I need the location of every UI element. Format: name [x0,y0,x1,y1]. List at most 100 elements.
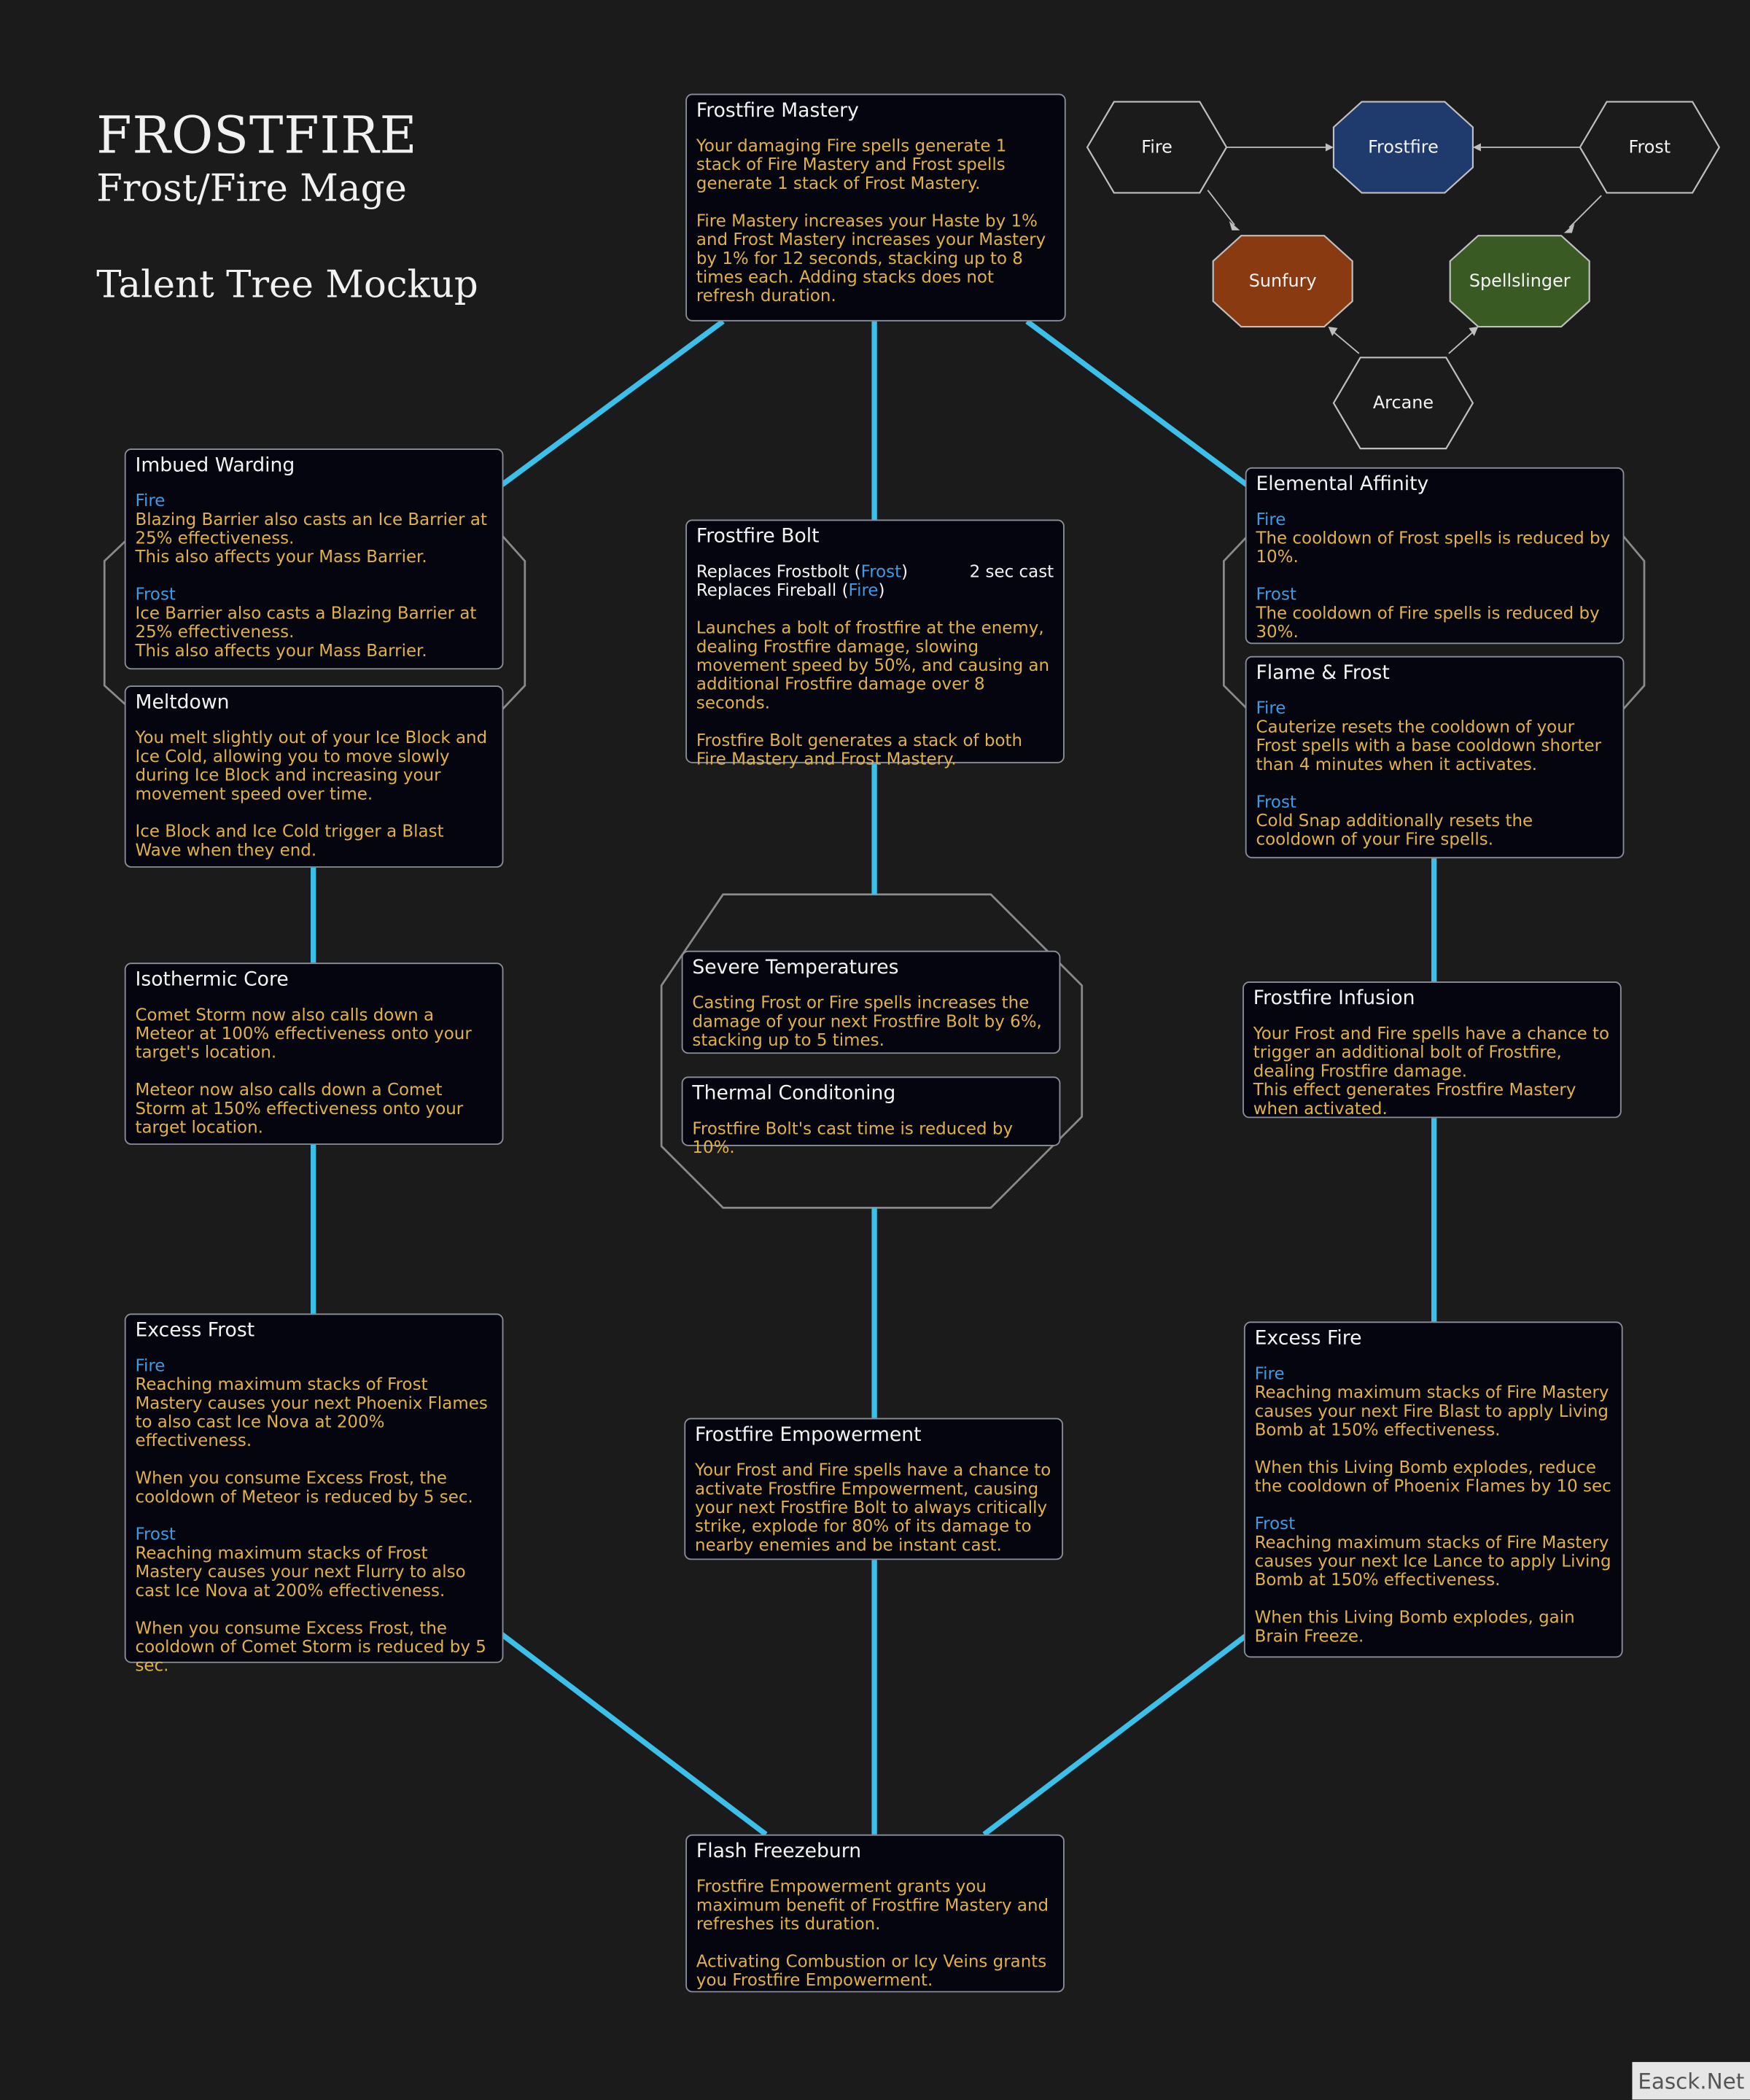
talent-description: Ice Barrier also casts a Blazing Barrier… [135,602,477,642]
talent-description: Casting Frost or Fire spells increases t… [692,992,1042,1050]
talent-variant-fire: Fire Blazing Barrier also casts an Ice B… [135,491,492,567]
talent-excess-fire[interactable]: Excess Fire Fire Reaching maximum stacks… [1243,1321,1623,1658]
talent-description: The cooldown of Frost spells is reduced … [1256,527,1611,567]
hero-node-label: Frostfire [1368,137,1439,158]
talent-flash-freezeburn[interactable]: Flash Freezeburn Frostfire Empowerment g… [685,1834,1065,1993]
connector-excessfire-freezeburn [982,1634,1247,1837]
talent-frostfire-infusion[interactable]: Frostfire Infusion Your Frost and Fire s… [1242,981,1622,1119]
hero-node-label: Fire [1141,137,1172,158]
talent-description: Reaching maximum stacks of Fire Mastery … [1254,1382,1609,1440]
talent-name: Excess Fire [1254,1328,1362,1350]
talent-description: When you consume Excess Frost, the coold… [135,1617,486,1676]
talent-name: Meltdown [135,692,230,714]
talent-isothermic-core[interactable]: Isothermic Core Comet Storm now also cal… [124,962,504,1146]
talent-severe-temperatures[interactable]: Severe Temperatures Casting Frost or Fir… [681,950,1061,1054]
hero-node-sunfury[interactable]: Sunfury [1212,234,1354,328]
page-subtitle: Frost/Fire Mage [96,166,407,211]
talent-description: Cold Snap additionally resets the cooldo… [1256,809,1533,849]
school-tag-frost: Frost [135,583,176,604]
hero-node-frost[interactable]: Frost [1579,101,1721,195]
talent-description: When this Living Bomb explodes, reduce t… [1254,1456,1611,1496]
talent-description: You melt slightly out of your Ice Block … [135,727,488,804]
choice-group-center-outline [660,893,1084,1209]
talent-frostfire-bolt[interactable]: Frostfire Bolt Replaces Frostbolt (Frost… [685,519,1065,768]
talent-frostfire-mastery[interactable]: Frostfire Mastery Your damaging Fire spe… [685,93,1066,322]
talent-name: Severe Temperatures [692,957,899,979]
replace-text: Replaces Frostbolt (Frost) [696,561,909,581]
connector-mastery-affinity [1025,319,1248,487]
talent-variant-frost: Frost Ice Barrier also casts a Blazing B… [135,585,492,660]
hero-node-label: Spellslinger [1469,271,1571,292]
talent-variant-fire: Fire Cauterize resets the cooldown of yo… [1256,699,1613,774]
talent-variant-frost: Frost Cold Snap additionally resets the … [1256,791,1613,849]
school-tag-fire: Fire [1256,508,1286,529]
talent-imbued-warding[interactable]: Imbued Warding Fire Blazing Barrier also… [124,448,504,670]
talent-description: This also affects your Mass Barrier. [135,546,427,567]
title-block: FROSTFIRE Frost/Fire Mage Talent Tree Mo… [96,104,478,308]
talent-variant-fire: Fire Reaching maximum stacks of Fire Mas… [1255,1364,1612,1439]
talent-name: Flash Freezeburn [696,1840,862,1863]
talent-elemental-affinity[interactable]: Elemental Affinity Fire The cooldown of … [1245,467,1625,645]
talent-description: Your Frost and Fire spells have a chance… [1253,1022,1610,1119]
arrow-arcane-spellslinger [1448,331,1474,354]
talent-name: Elemental Affinity [1256,474,1429,496]
talent-description: Reaching maximum stacks of Fire Mastery … [1254,1531,1611,1590]
page-title: FROSTFIRE [96,106,418,165]
school-tag-frost: Frost [1254,1513,1296,1533]
school-tag-fire: Fire [135,1355,166,1375]
school-tag-frost: Frost [1256,791,1296,812]
talent-description: Comet Storm now also calls down a Meteor… [135,1004,472,1062]
talent-meltdown[interactable]: Meltdown You melt slightly out of your I… [124,685,504,868]
hero-node-fire[interactable]: Fire [1086,101,1228,195]
replace-row-frostbolt: Replaces Frostbolt (Frost) 2 sec cast [696,561,1054,581]
talent-excess-frost[interactable]: Excess Frost Fire Reaching maximum stack… [124,1313,504,1674]
cast-time: 2 sec cast [969,561,1054,581]
talent-description: Reaching maximum stacks of Frost Mastery… [135,1542,466,1601]
talent-name: Isothermic Core [135,969,289,991]
talent-variant-frost: Frost Reaching maximum stacks of Fire Ma… [1255,1514,1612,1590]
talent-description: This also affects your Mass Barrier. [135,639,427,661]
talent-description: When you consume Excess Frost, the coold… [135,1467,473,1506]
talent-description: Ice Block and Ice Cold trigger a Blast W… [135,820,444,860]
talent-description: Fire Mastery increases your Haste by 1% … [696,210,1046,306]
watermark: Easck.Net [1632,2061,1750,2100]
school-tag-fire: Fire [1256,697,1286,718]
hero-node-label: Arcane [1372,392,1434,413]
replace-row-fireball: Replaces Fireball (Fire) [696,580,885,600]
talent-name: Flame & Frost [1256,662,1390,685]
talent-name: Frostfire Bolt [696,526,820,548]
talent-description: Your damaging Fire spells generate 1 sta… [696,135,1007,193]
talent-description: Blazing Barrier also casts an Ice Barrie… [135,508,487,548]
talent-description: Frostfire Empowerment grants you maximum… [696,1875,1049,1934]
talent-variant-fire: Fire The cooldown of Frost spells is red… [1256,510,1613,567]
talent-description: Launches a bolt of frostfire at the enem… [696,617,1050,712]
talent-name: Frostfire Infusion [1253,988,1415,1010]
talent-description: The cooldown of Fire spells is reduced b… [1256,602,1600,642]
school-tag-frost: Frost [135,1523,176,1544]
talent-name: Thermal Conditoning [692,1083,896,1105]
hero-node-spellslinger[interactable]: Spellslinger [1449,234,1591,328]
talent-frostfire-empowerment[interactable]: Frostfire Empowerment Your Frost and Fir… [684,1418,1064,1560]
school-tag-frost: Frost [1256,583,1296,604]
hero-node-arcane[interactable]: Arcane [1332,356,1474,450]
talent-name: Frostfire Mastery [696,100,859,122]
connector-excessfrost-freezeburn [499,1631,768,1837]
talent-description: Frostfire Bolt's cast time is reduced by… [692,1118,1014,1157]
arrow-arcane-sunfury [1333,331,1360,354]
connector-mastery-imbued [500,319,725,487]
talent-description: Activating Combustion or Icy Veins grant… [696,1951,1047,1990]
talent-description: Frostfire Bolt generates a stack of both… [696,729,1023,769]
talent-description: Cauterize resets the cooldown of your Fr… [1256,716,1602,774]
talent-description: Your Frost and Fire spells have a chance… [695,1459,1051,1555]
talent-description: When this Living Bomb explodes, gain Bra… [1254,1606,1575,1646]
talent-variant-fire: Fire Reaching maximum stacks of Frost Ma… [135,1356,492,1450]
talent-flame-and-frost[interactable]: Flame & Frost Fire Cauterize resets the … [1245,656,1625,859]
hero-node-label: Frost [1628,137,1671,158]
hero-node-frostfire[interactable]: Frostfire [1332,101,1474,195]
talent-description: Meteor now also calls down a Comet Storm… [135,1079,464,1138]
arrow-fire-sunfury [1207,190,1235,226]
talent-thermal-conditioning[interactable]: Thermal Conditoning Frostfire Bolt's cas… [681,1076,1061,1156]
talent-variant-frost: Frost Reaching maximum stacks of Frost M… [135,1525,492,1601]
